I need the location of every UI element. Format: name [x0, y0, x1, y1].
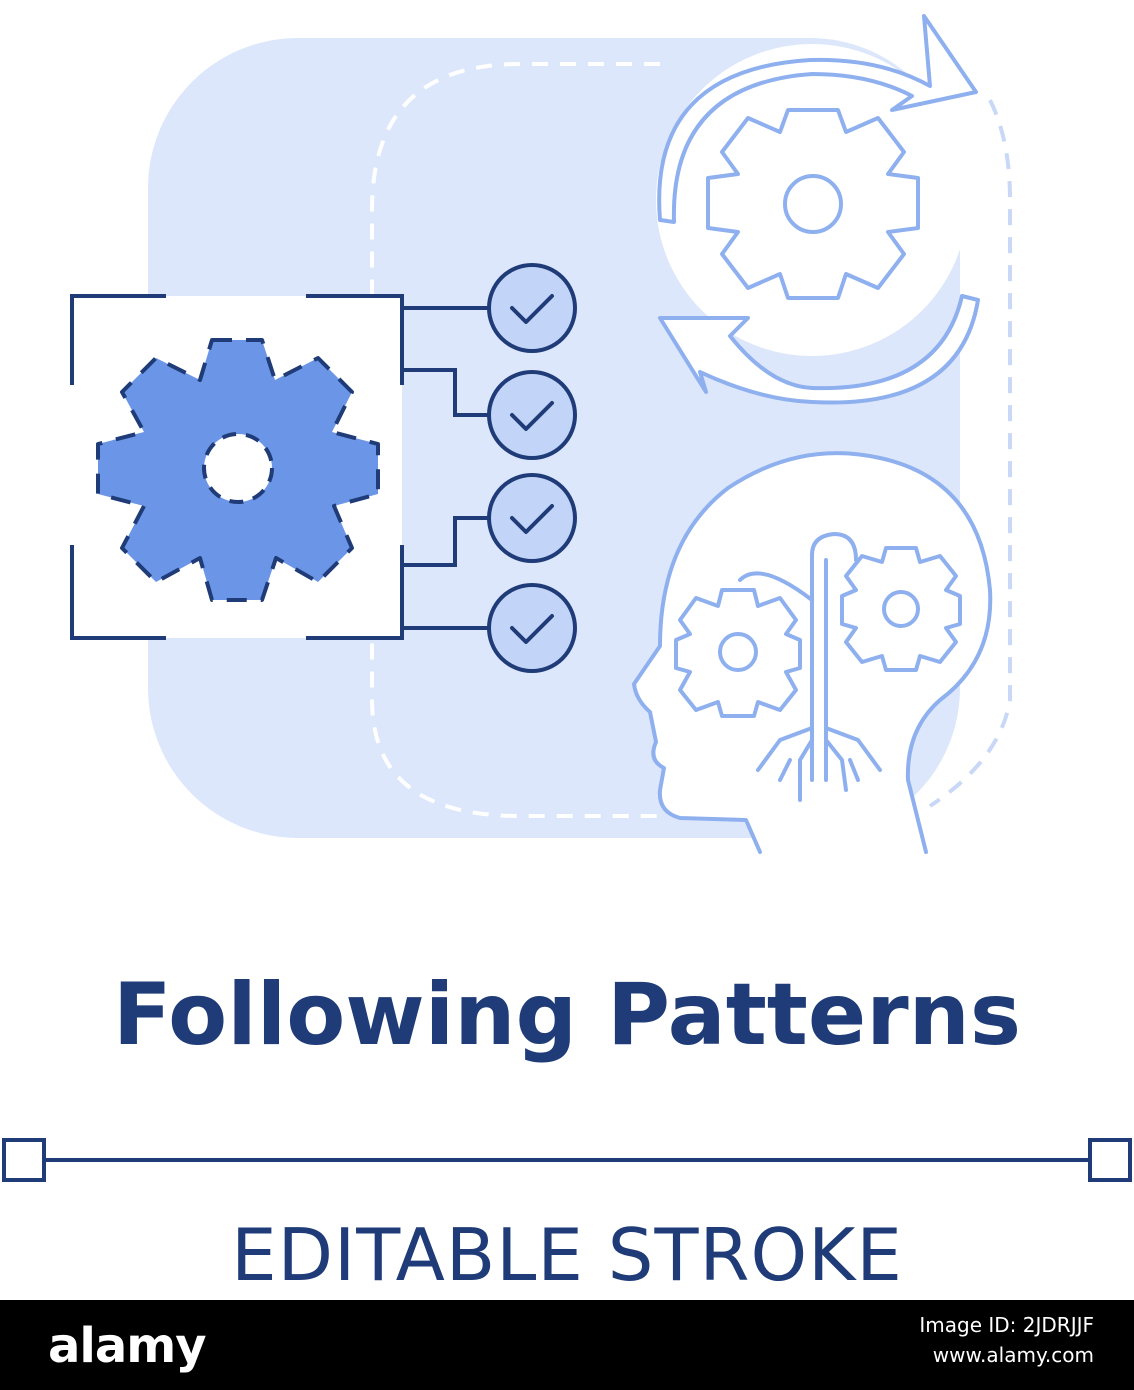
footer-meta: Image ID: 2JDRJJF www.alamy.com — [919, 1310, 1094, 1370]
gear-in-frame-icon — [70, 294, 404, 640]
check-item — [487, 370, 577, 460]
stroke-handle-left — [2, 1138, 46, 1182]
check-item — [487, 263, 577, 353]
checklist-icon — [487, 263, 577, 673]
subtitle: EDITABLE STROKE — [231, 1213, 903, 1297]
dashed-guide-outline — [370, 62, 660, 818]
illustration — [70, 14, 1012, 854]
stroke-handle-right — [1088, 1138, 1132, 1182]
dashed-guide-right — [928, 99, 1012, 808]
cycle-gear-icon — [656, 14, 980, 405]
editable-stroke-line — [2, 1138, 1132, 1182]
brand-logo: alamy — [48, 1318, 207, 1374]
image-id-text: Image ID: 2JDRJJF — [919, 1313, 1094, 1337]
site-url-text: www.alamy.com — [932, 1343, 1094, 1367]
check-item — [487, 473, 577, 563]
page-title: Following Patterns — [112, 965, 1022, 1065]
head-with-gears-icon — [632, 451, 993, 854]
check-item — [487, 583, 577, 673]
footer-bar: alamy Image ID: 2JDRJJF www.alamy.com — [0, 1300, 1134, 1390]
checklist-connectors — [402, 306, 490, 630]
